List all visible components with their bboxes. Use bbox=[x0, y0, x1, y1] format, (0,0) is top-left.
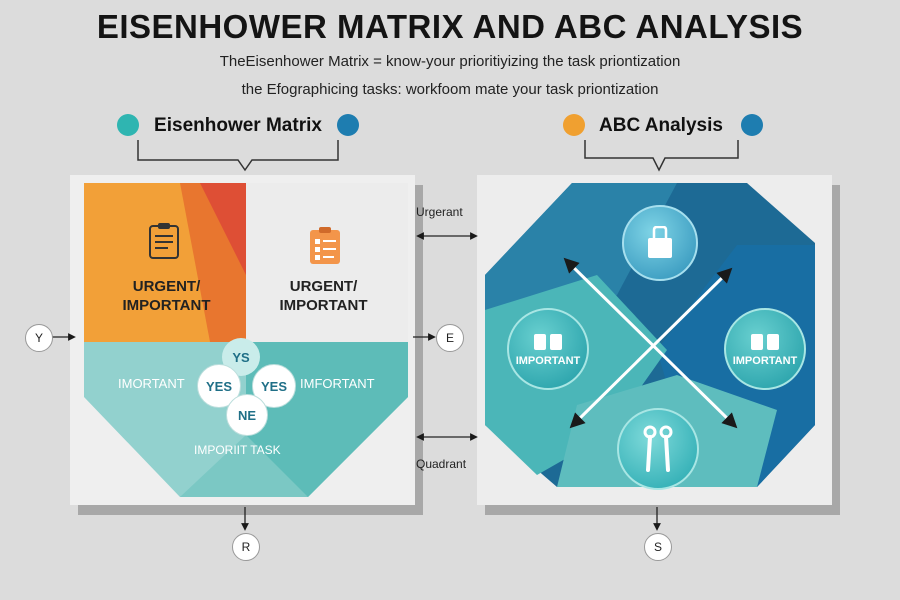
quadrant-2-text: URGENT/ IMPORTANT bbox=[251, 277, 396, 315]
document-pair-icon bbox=[534, 333, 562, 350]
axis-right-label: E bbox=[436, 324, 464, 352]
abc-dot-left bbox=[563, 114, 585, 136]
cross-arrows bbox=[563, 257, 738, 429]
eisenhower-dot-left bbox=[117, 114, 139, 136]
tools-icon bbox=[643, 425, 673, 472]
eisenhower-label: Eisenhower Matrix bbox=[154, 115, 322, 136]
checklist-icon bbox=[310, 227, 340, 264]
document-pair-icon bbox=[751, 333, 779, 350]
abc-bottom-circle bbox=[617, 408, 699, 490]
quadrant-2-line2: IMPORTANT bbox=[279, 297, 368, 314]
bag-icon bbox=[648, 226, 672, 258]
subtitle-line-1: TheEisenhower Matrix = know-your priorit… bbox=[219, 53, 681, 70]
abc-dot-right bbox=[741, 114, 763, 136]
axis-bottom-right-label: S bbox=[644, 533, 672, 561]
abc-left-circle: IMPORTANT bbox=[507, 308, 589, 390]
quadrant-1-line1: URGENT/ bbox=[132, 278, 201, 295]
bottom-task-text: IMPORIIT TASK bbox=[194, 443, 281, 457]
abc-label: ABC Analysis bbox=[599, 115, 723, 136]
abc-right-circle: IMPORTANT bbox=[724, 308, 806, 390]
left-important-text: IMORTANT bbox=[118, 376, 185, 391]
page-title: EISENHOWER MATRIX AND ABC ANALYSIS bbox=[96, 8, 804, 45]
quadrant-1-line2: IMPORTANT bbox=[122, 297, 211, 314]
abc-left-circle-text: IMPORTANT bbox=[515, 354, 581, 367]
connector-bottom-label: Quadrant bbox=[416, 457, 467, 471]
axis-left-label: Y bbox=[25, 324, 53, 352]
abc-top-circle bbox=[622, 205, 698, 281]
eisenhower-dot-right bbox=[337, 114, 359, 136]
right-important-text: IMFORTANT bbox=[300, 376, 375, 391]
bracket-connectors bbox=[137, 140, 739, 172]
abc-right-circle-text: IMPORTANT bbox=[732, 354, 798, 367]
clipboard-icon bbox=[149, 223, 179, 259]
quadrant-1-text: URGENT/ IMPORTANT bbox=[94, 277, 239, 315]
axis-bottom-left-label: R bbox=[232, 533, 260, 561]
bubble-bottom: NE bbox=[226, 394, 268, 436]
connector-top-label: Urgerant bbox=[416, 205, 463, 219]
quadrant-2-line1: URGENT/ bbox=[289, 278, 358, 295]
subtitle-line-2: the Efographicing tasks: workfoom mate y… bbox=[241, 81, 659, 98]
